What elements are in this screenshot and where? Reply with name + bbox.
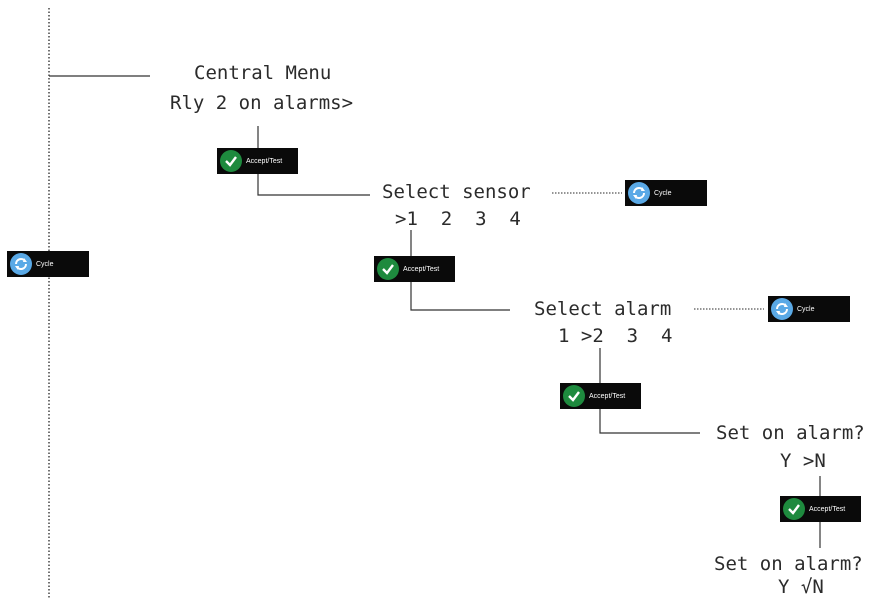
central-menu-title: Central Menu — [194, 62, 332, 84]
checkmark-icon — [783, 498, 805, 520]
select-sensor-options: >1 2 3 4 — [395, 208, 521, 230]
accept-test-label: Accept/Test — [809, 505, 846, 513]
accept-test-button-seton[interactable]: Accept/Test — [780, 496, 861, 522]
select-sensor-title: Select sensor — [382, 181, 531, 203]
select-alarm-title: Select alarm — [534, 298, 672, 320]
set-on-alarm-title: Set on alarm? — [716, 422, 865, 444]
central-menu-subtitle: Rly 2 on alarms> — [170, 92, 354, 114]
select-alarm-options: 1 >2 3 4 — [558, 325, 673, 347]
accept-test-button-alarm[interactable]: Accept/Test — [560, 383, 641, 409]
checkmark-icon — [377, 258, 399, 280]
checkmark-icon — [563, 385, 585, 407]
refresh-icon — [10, 253, 32, 275]
accept-test-label: Accept/Test — [589, 392, 626, 400]
cycle-button-label: Cycle — [654, 189, 672, 197]
connector-alarm-to-seton — [599, 348, 700, 434]
refresh-icon — [771, 298, 793, 320]
checkmark-icon — [220, 150, 242, 172]
cycle-button-main[interactable]: Cycle — [7, 251, 89, 277]
set-on-alarm-confirm-options: Y √N — [778, 576, 824, 598]
cycle-button-label: Cycle — [36, 260, 54, 268]
set-on-alarm-options: Y >N — [780, 450, 826, 472]
cycle-button-sensor[interactable]: Cycle — [625, 180, 707, 206]
accept-test-button-sensor[interactable]: Accept/Test — [374, 256, 455, 282]
cycle-button-label: Cycle — [797, 305, 815, 313]
cycle-button-alarm[interactable]: Cycle — [768, 296, 850, 322]
refresh-icon — [628, 182, 650, 204]
accept-test-button-central[interactable]: Accept/Test — [217, 148, 298, 174]
set-on-alarm-confirm-title: Set on alarm? — [714, 553, 863, 575]
accept-test-label: Accept/Test — [403, 265, 440, 273]
accept-test-label: Accept/Test — [246, 157, 283, 165]
